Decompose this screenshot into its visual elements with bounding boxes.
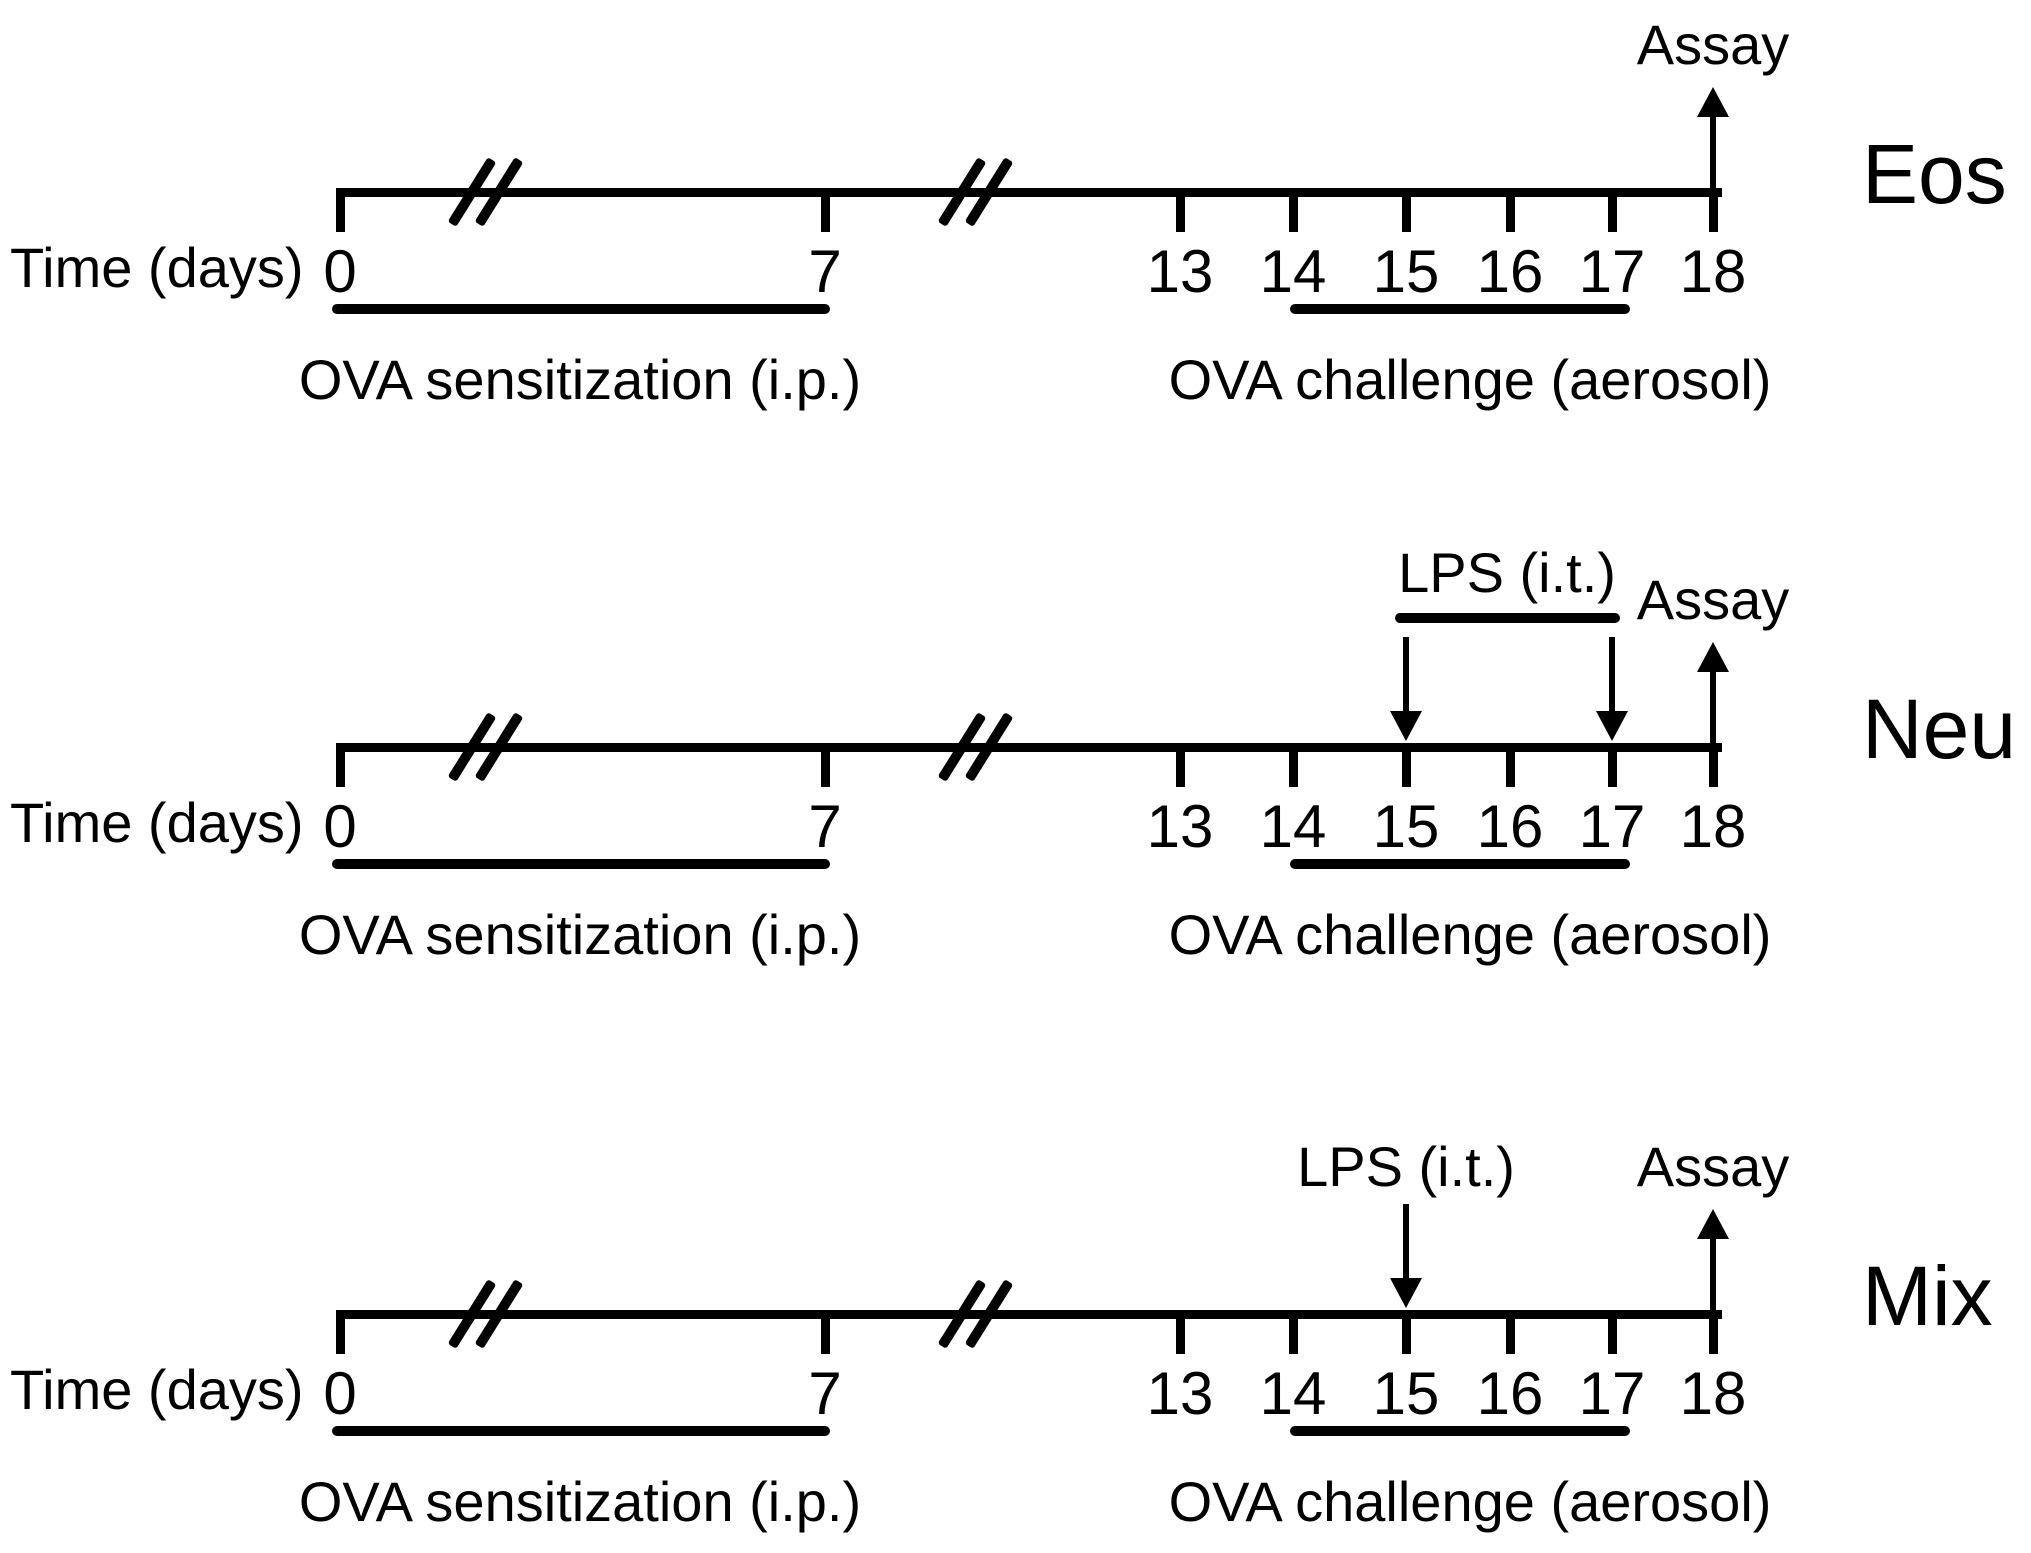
tick-day-14 bbox=[1289, 747, 1298, 787]
tick-day-17 bbox=[1608, 1314, 1617, 1354]
tick-label-day-15: 15 bbox=[1372, 1360, 1440, 1427]
arrow-shaft bbox=[1609, 637, 1615, 715]
arrow-head bbox=[1390, 711, 1422, 741]
time-axis-label: Time (days) bbox=[10, 1358, 304, 1421]
arrow-head bbox=[1697, 642, 1729, 672]
tick-day-16 bbox=[1506, 1314, 1515, 1354]
lps-arrow-day-17-icon bbox=[1596, 637, 1628, 741]
tick-day-15 bbox=[1402, 192, 1411, 232]
tick-label-day-16: 16 bbox=[1476, 793, 1544, 860]
tick-label-day-14: 14 bbox=[1259, 238, 1327, 305]
time-axis-label: Time (days) bbox=[10, 791, 304, 854]
assay-arrow-icon bbox=[1697, 87, 1729, 192]
sensitization-caption: OVA sensitization (i.p.) bbox=[298, 348, 862, 411]
tick-day-15 bbox=[1402, 1314, 1411, 1354]
tick-label-day-16: 16 bbox=[1476, 1360, 1544, 1427]
tick-day-15 bbox=[1402, 747, 1411, 787]
challenge-caption: OVA challenge (aerosol) bbox=[1168, 903, 1772, 966]
challenge-period-bar bbox=[1290, 304, 1630, 314]
tick-day-18 bbox=[1709, 1314, 1718, 1354]
arrow-shaft bbox=[1710, 1235, 1716, 1314]
tick-label-day-18: 18 bbox=[1679, 1360, 1747, 1427]
tick-label-day-15: 15 bbox=[1372, 238, 1440, 305]
lps-period-bar bbox=[1395, 613, 1620, 623]
lps-label: LPS (i.t.) bbox=[1297, 1135, 1515, 1198]
group-label-mix: Mix bbox=[1862, 1249, 1993, 1343]
tick-day-7 bbox=[821, 747, 830, 787]
arrow-head bbox=[1390, 1278, 1422, 1308]
sensitization-period-bar bbox=[332, 1426, 830, 1436]
sensitization-caption: OVA sensitization (i.p.) bbox=[298, 903, 862, 966]
tick-label-day-14: 14 bbox=[1259, 1360, 1327, 1427]
timeline-neu: Time (days) 0 7 13 14 15 16 17 18 OVA se… bbox=[0, 487, 2031, 1047]
assay-arrow-icon bbox=[1697, 642, 1729, 747]
arrow-head bbox=[1697, 87, 1729, 117]
arrow-shaft bbox=[1403, 637, 1409, 715]
tick-day-7 bbox=[821, 1314, 830, 1354]
tick-label-day-0: 0 bbox=[323, 1360, 357, 1427]
tick-label-day-17: 17 bbox=[1578, 238, 1646, 305]
tick-label-day-16: 16 bbox=[1476, 238, 1544, 305]
challenge-period-bar bbox=[1290, 859, 1630, 869]
challenge-period-bar bbox=[1290, 1426, 1630, 1436]
assay-label: Assay bbox=[1636, 13, 1790, 76]
tick-label-day-13: 13 bbox=[1146, 1360, 1214, 1427]
timeline-axis bbox=[336, 188, 1722, 197]
tick-label-day-13: 13 bbox=[1146, 238, 1214, 305]
tick-label-day-18: 18 bbox=[1679, 793, 1747, 860]
arrow-shaft bbox=[1710, 113, 1716, 192]
tick-label-day-7: 7 bbox=[808, 238, 842, 305]
tick-day-16 bbox=[1506, 192, 1515, 232]
tick-label-day-0: 0 bbox=[323, 793, 357, 860]
tick-label-day-0: 0 bbox=[323, 238, 357, 305]
tick-day-17 bbox=[1608, 747, 1617, 787]
group-label-eos: Eos bbox=[1862, 127, 2007, 221]
tick-day-0 bbox=[336, 1314, 345, 1354]
assay-arrow-icon bbox=[1697, 1209, 1729, 1314]
tick-label-day-13: 13 bbox=[1146, 793, 1214, 860]
tick-day-13 bbox=[1176, 1314, 1185, 1354]
arrow-shaft bbox=[1403, 1204, 1409, 1282]
tick-label-day-18: 18 bbox=[1679, 238, 1747, 305]
arrow-head bbox=[1596, 711, 1628, 741]
lps-arrow-day-15-icon bbox=[1390, 1204, 1422, 1308]
timeline-axis bbox=[336, 743, 1722, 752]
lps-arrow-day-15-icon bbox=[1390, 637, 1422, 741]
timeline-axis bbox=[336, 1310, 1722, 1319]
group-label-neu: Neu bbox=[1862, 682, 2017, 776]
tick-day-18 bbox=[1709, 192, 1718, 232]
tick-day-7 bbox=[821, 192, 830, 232]
sensitization-caption: OVA sensitization (i.p.) bbox=[298, 1470, 862, 1533]
tick-day-0 bbox=[336, 192, 345, 232]
tick-label-day-14: 14 bbox=[1259, 793, 1327, 860]
tick-day-0 bbox=[336, 747, 345, 787]
tick-label-day-15: 15 bbox=[1372, 793, 1440, 860]
time-axis-label: Time (days) bbox=[10, 236, 304, 299]
lps-label: LPS (i.t.) bbox=[1398, 541, 1616, 604]
tick-day-17 bbox=[1608, 192, 1617, 232]
challenge-caption: OVA challenge (aerosol) bbox=[1168, 348, 1772, 411]
tick-label-day-7: 7 bbox=[808, 793, 842, 860]
arrow-head bbox=[1697, 1209, 1729, 1239]
timeline-eos: Time (days) 0 7 13 14 15 16 17 18 OVA se… bbox=[0, 0, 2031, 492]
tick-day-14 bbox=[1289, 192, 1298, 232]
challenge-caption: OVA challenge (aerosol) bbox=[1168, 1470, 1772, 1533]
arrow-shaft bbox=[1710, 668, 1716, 747]
sensitization-period-bar bbox=[332, 859, 830, 869]
tick-day-13 bbox=[1176, 747, 1185, 787]
timeline-mix: Time (days) 0 7 13 14 15 16 17 18 OVA se… bbox=[0, 1054, 2031, 1553]
tick-label-day-7: 7 bbox=[808, 1360, 842, 1427]
tick-day-18 bbox=[1709, 747, 1718, 787]
assay-label: Assay bbox=[1636, 568, 1790, 631]
tick-label-day-17: 17 bbox=[1578, 793, 1646, 860]
sensitization-period-bar bbox=[332, 304, 830, 314]
tick-day-16 bbox=[1506, 747, 1515, 787]
assay-label: Assay bbox=[1636, 1135, 1790, 1198]
tick-day-13 bbox=[1176, 192, 1185, 232]
tick-day-14 bbox=[1289, 1314, 1298, 1354]
tick-label-day-17: 17 bbox=[1578, 1360, 1646, 1427]
